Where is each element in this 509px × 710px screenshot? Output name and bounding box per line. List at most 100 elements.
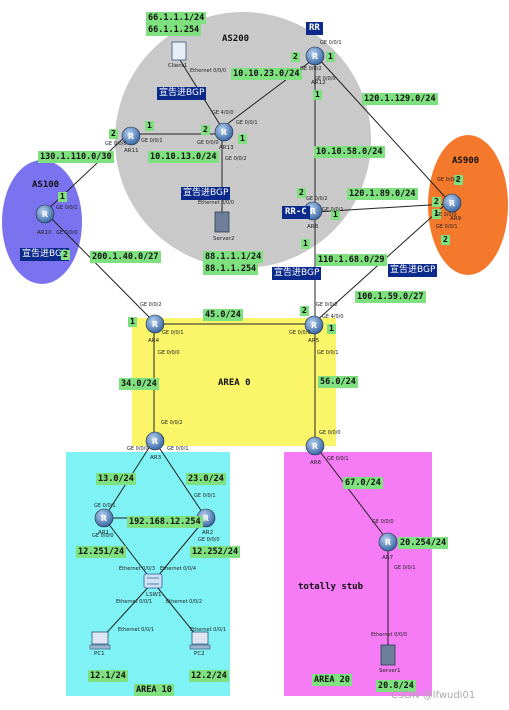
ar10-name: AR10 [37, 230, 52, 236]
port-ar1-g001: GE 0/0/1 [94, 503, 116, 509]
ar4-name: AR4 [148, 338, 160, 344]
net-10-23-label: 10.10.23.0/24 [231, 68, 302, 80]
num-rr-1a: 1 [326, 52, 335, 62]
ar7-name: AR7 [382, 555, 394, 561]
pc1-name: PC1 [94, 651, 105, 657]
svg-text:R: R [221, 128, 227, 137]
port-ar13-g001: GE 0/0/1 [236, 120, 258, 126]
svg-text:R: R [128, 132, 134, 141]
port-server1-eth: Ethernet 0/0/0 [371, 632, 408, 638]
router-ar9-icon[interactable] [442, 193, 462, 213]
ar6-name: AR6 [310, 460, 322, 466]
svg-text:R: R [101, 514, 107, 523]
port-ar4-g000: GE 0/0/0 [158, 350, 180, 356]
net-56-label: 56.0/24 [318, 376, 358, 388]
port-pc2-eth: Ethernet 0/0/1 [190, 627, 227, 633]
port-server2-eth: Ethernet 0/0/0 [198, 200, 235, 206]
lsw1-name: LSW1 [146, 592, 162, 598]
port-lsw1-eth003: Ethernet 0/0/3 [119, 566, 156, 572]
num-ar13-2: 2 [201, 125, 210, 135]
router-ar1-icon[interactable] [94, 508, 114, 528]
pc2-name: PC2 [194, 651, 205, 657]
router-ar13-icon[interactable] [214, 122, 234, 142]
pc2-icon[interactable] [189, 631, 211, 650]
watermark: CSDN @lfwudi01 [391, 690, 476, 701]
port-lsw1-eth002: Ethernet 0/0/2 [166, 599, 203, 605]
switch-lsw1-icon[interactable] [143, 573, 163, 589]
num-ar9-2a: 2 [454, 175, 463, 185]
pc1-icon[interactable] [89, 631, 111, 650]
num-ar12-1: 1 [313, 90, 322, 100]
pc2-ip-label: 12.2/24 [189, 670, 229, 682]
ar3-name: AR3 [150, 455, 162, 461]
net-20-254-label: 20.254/24 [398, 537, 449, 549]
port-ar13-g400: GE 4/0/0 [212, 110, 234, 116]
bgp-label-ar9: 宣告进BGP [388, 264, 438, 277]
client1-icon[interactable] [171, 41, 187, 61]
net-120-89-label: 120.1.89.0/24 [347, 188, 418, 200]
port-ar9-g000: GE 0/0/0 [435, 212, 457, 218]
bgp-label-ar10: 宣告进BGP [20, 248, 70, 261]
router-rr-icon[interactable] [305, 46, 325, 66]
port-ar4-g002: GE 0/0/2 [140, 302, 162, 308]
port-ar6-g001: GE 0/0/1 [327, 456, 349, 462]
num-ar9-2c: 2 [441, 235, 450, 245]
port-ar7-g001: GE 0/0/1 [394, 565, 416, 571]
num-ar9-2b: 2 [432, 197, 441, 207]
port-ar5-g000: GE 0/0/0 [289, 330, 311, 336]
router-ar6-icon[interactable] [305, 436, 325, 456]
server1-name: Server1 [379, 668, 401, 674]
svg-text:R: R [152, 437, 158, 446]
port-ar11-g001: GE 0/0/1 [141, 138, 163, 144]
ar2-name: AR2 [202, 530, 214, 536]
server2-gw-label: 88.1.1.254 [203, 263, 259, 275]
port-pc1-eth: Ethernet 0/0/1 [118, 627, 155, 633]
router-ar7-icon[interactable] [378, 532, 398, 552]
ar1-name: AR1 [98, 530, 110, 536]
as900-label: AS900 [452, 156, 480, 166]
net-23-label: 23.0/24 [186, 473, 226, 485]
bgp-label-ar8: 宣告进BGP [272, 267, 322, 280]
port-lsw1-eth004: Ethernet 0/0/4 [160, 566, 197, 572]
port-ar10-g001: GE 0/0/1 [56, 205, 78, 211]
net-67-label: 67.0/24 [343, 477, 383, 489]
port-ar13-g000: GE 0/0/0 [197, 140, 219, 146]
server2-icon[interactable] [214, 211, 230, 233]
pc1-ip-label: 12.1/24 [88, 670, 128, 682]
svg-text:R: R [385, 538, 391, 547]
client-gw-label: 66.1.1.254 [146, 24, 202, 36]
net-120-129-label: 120.1.129.0/24 [362, 93, 438, 105]
svg-text:R: R [203, 514, 209, 523]
num-ar8-1b: 1 [301, 239, 310, 249]
router-ar3-icon[interactable] [145, 431, 165, 451]
router-ar10-icon[interactable] [35, 204, 55, 224]
server1-ip-label: 20.8/24 [376, 680, 416, 692]
net-130-110-label: 130.1.110.0/30 [38, 151, 114, 163]
net-45-label: 45.0/24 [203, 309, 243, 321]
num-ar5-1: 1 [327, 324, 336, 334]
svg-text:R: R [152, 320, 158, 329]
svg-text:R: R [312, 442, 318, 451]
num-ar8-2: 2 [297, 188, 306, 198]
port-ar5-g002: GE 0/0/2 [316, 302, 338, 308]
port-ar8-g001: GE 0/0/1 [322, 207, 344, 213]
router-ar5-icon[interactable] [304, 315, 324, 335]
port-ar9-g002: GE 0/0/2 [437, 177, 459, 183]
num-ar11-1: 1 [145, 121, 154, 131]
bgp-label-ar13: 宣告进BGP [157, 87, 207, 100]
svg-text:R: R [312, 52, 318, 61]
port-ar2-g001: GE 0/0/1 [194, 493, 216, 499]
router-ar4-icon[interactable] [145, 314, 165, 334]
port-ar3-g002: GE 0/0/2 [161, 420, 183, 426]
port-ar5-g001: GE 0/0/1 [317, 350, 339, 356]
port-ar10-g000: GE 0/0/0 [56, 230, 78, 236]
net-34-label: 34.0/24 [119, 378, 159, 390]
port-ar12-g002: GE 0/0/2 [300, 66, 322, 72]
svg-text:R: R [42, 210, 48, 219]
port-client-eth: Ethernet 0/0/0 [190, 68, 227, 74]
server1-icon[interactable] [380, 644, 396, 666]
as200-label: AS200 [222, 34, 250, 44]
router-ar11-icon[interactable] [121, 126, 141, 146]
area20-region [284, 452, 432, 696]
svg-text:R: R [449, 199, 455, 208]
